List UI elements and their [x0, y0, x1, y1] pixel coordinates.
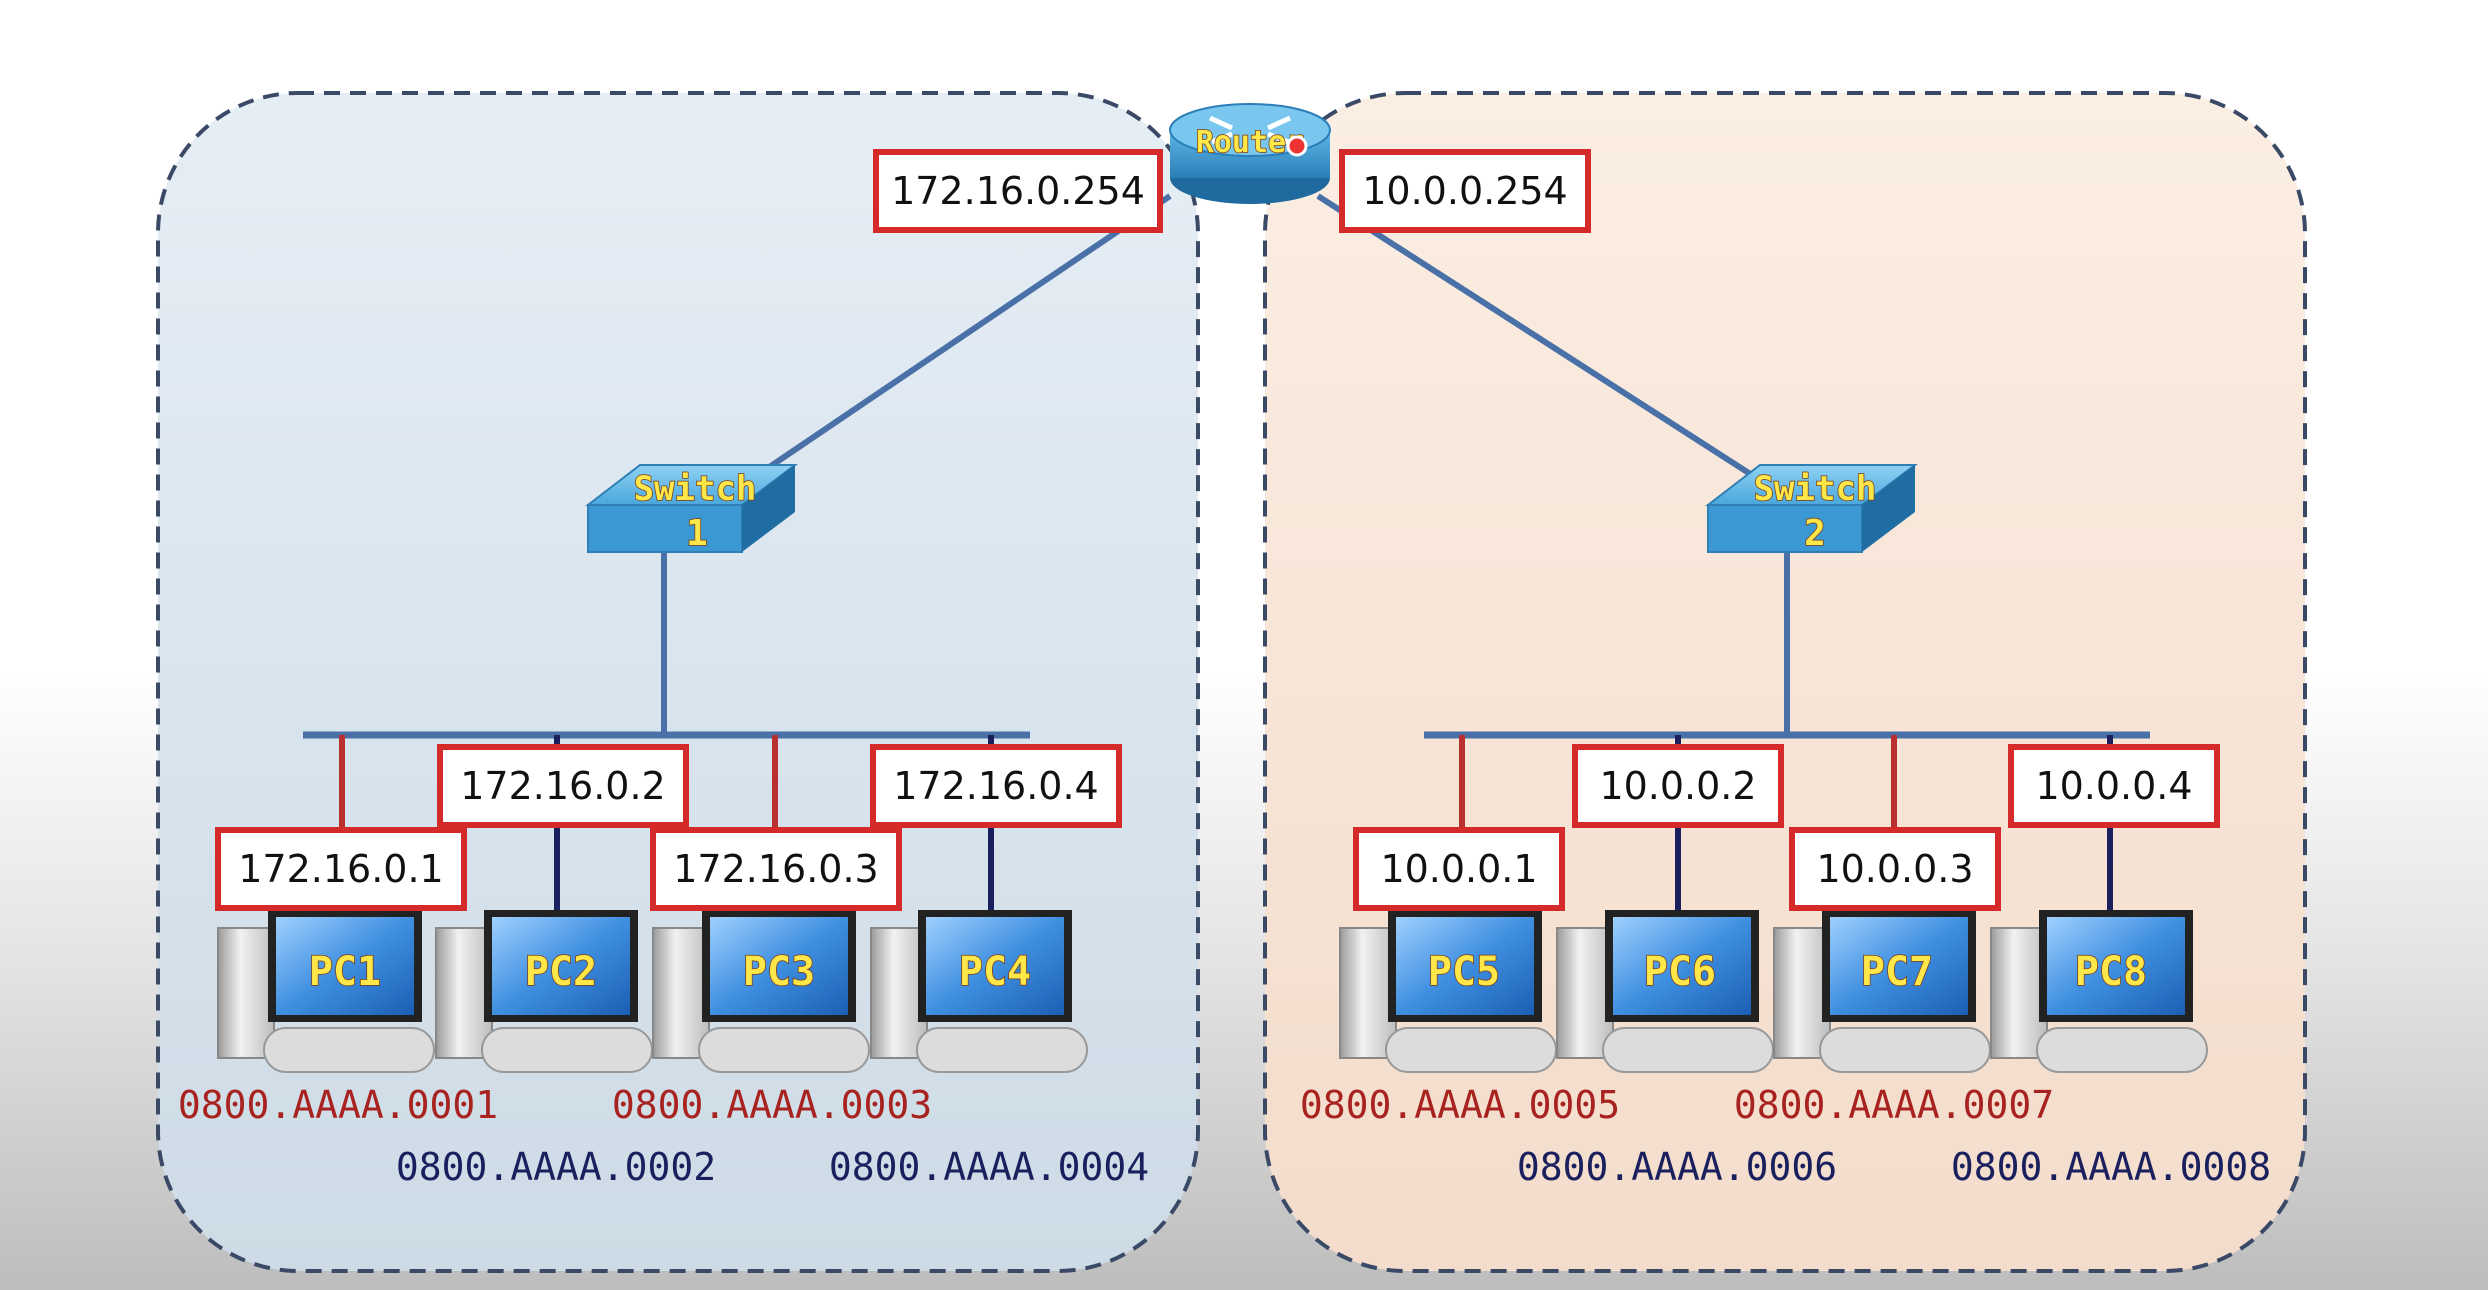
ip-pc3: 172.16.0.3: [673, 847, 878, 891]
router-cursor-icon: [1286, 135, 1308, 157]
ip-label-pc3: 172.16.0.3: [650, 827, 902, 911]
pc1-icon: PC1: [217, 910, 435, 1073]
mac-pc2: 0800.AAAA.0002: [396, 1145, 716, 1189]
gateway-ip-left: 172.16.0.254: [891, 169, 1145, 213]
pc2-icon: PC2: [435, 910, 653, 1073]
router-icon: Router: [1169, 103, 1331, 204]
switch-1-icon: Switch 1: [585, 464, 798, 555]
ip-pc1: 172.16.0.1: [238, 847, 443, 891]
switch-2-number: 2: [1804, 513, 1826, 554]
pc7-label: PC7: [1861, 949, 1933, 995]
pc6-icon: PC6: [1556, 910, 1774, 1073]
pc8-icon: PC8: [1990, 910, 2208, 1073]
ip-label-pc7: 10.0.0.3: [1789, 827, 2001, 911]
pc8-label: PC8: [2075, 949, 2147, 995]
ip-pc6: 10.0.0.2: [1599, 764, 1756, 808]
pc4-label: PC4: [959, 949, 1031, 995]
switch-1-number: 1: [686, 513, 708, 554]
link-router-switch1: [763, 193, 1172, 473]
ip-pc5: 10.0.0.1: [1380, 847, 1537, 891]
pc6-label: PC6: [1644, 949, 1716, 995]
ip-label-pc2: 172.16.0.2: [437, 744, 689, 828]
gateway-ip-right: 10.0.0.254: [1362, 169, 1567, 213]
gateway-label-left: 172.16.0.254: [873, 149, 1163, 233]
pc1-label: PC1: [309, 949, 381, 995]
mac-pc8: 0800.AAAA.0008: [1951, 1145, 2271, 1189]
pc2-label: PC2: [525, 949, 597, 995]
mac-pc4: 0800.AAAA.0004: [829, 1145, 1149, 1189]
ip-label-pc6: 10.0.0.2: [1572, 744, 1784, 828]
ip-label-pc8: 10.0.0.4: [2008, 744, 2220, 828]
pc5-label: PC5: [1428, 949, 1500, 995]
mac-pc3: 0800.AAAA.0003: [612, 1083, 932, 1127]
ip-label-pc1: 172.16.0.1: [215, 827, 467, 911]
pc5-icon: PC5: [1339, 910, 1557, 1073]
mac-pc1: 0800.AAAA.0001: [178, 1083, 498, 1127]
ip-label-pc5: 10.0.0.1: [1353, 827, 1565, 911]
pc4-icon: PC4: [870, 910, 1088, 1073]
pc3-label: PC3: [743, 949, 815, 995]
switch-1-label: Switch: [634, 469, 757, 509]
switch-2-icon: Switch 2: [1705, 464, 1918, 555]
pc3-icon: PC3: [652, 910, 870, 1073]
pc7-icon: PC7: [1773, 910, 1991, 1073]
ip-pc4: 172.16.0.4: [893, 764, 1098, 808]
gateway-label-right: 10.0.0.254: [1339, 149, 1591, 233]
link-router-switch2: [1316, 193, 1757, 480]
switch-2-label: Switch: [1754, 469, 1877, 509]
mac-pc6: 0800.AAAA.0006: [1517, 1145, 1837, 1189]
ip-label-pc4: 172.16.0.4: [870, 744, 1122, 828]
ip-pc8: 10.0.0.4: [2035, 764, 2192, 808]
router-label: Router: [1196, 125, 1304, 160]
mac-pc7: 0800.AAAA.0007: [1734, 1083, 2054, 1127]
ip-pc2: 172.16.0.2: [460, 764, 665, 808]
mac-pc5: 0800.AAAA.0005: [1300, 1083, 1620, 1127]
ip-pc7: 10.0.0.3: [1816, 847, 1973, 891]
